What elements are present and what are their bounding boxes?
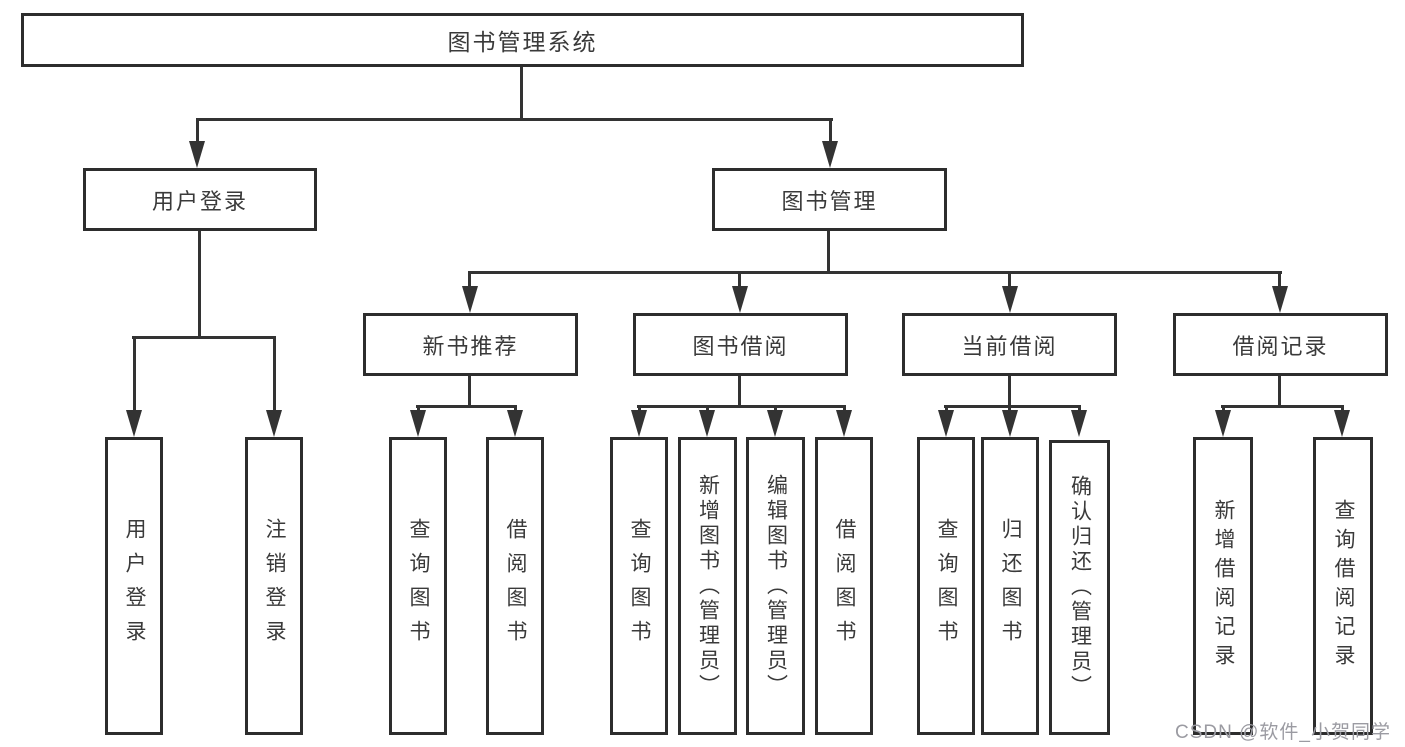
leaf-return-book-label: 归还图书 [999,518,1022,654]
connector-line [468,271,1282,274]
leaf-add-borrow-record: 新增借阅记录 [1193,437,1253,735]
leaf-borrowing-query-book: 查询图书 [610,437,668,735]
node-root: 图书管理系统 [21,13,1024,67]
arrow-down-icon [767,410,783,437]
connector-line [1008,271,1011,289]
leaf-confirm-return-admin-label: 确认归还（管理员） [1068,475,1092,700]
leaf-logout-label: 注销登录 [263,518,286,654]
arrow-down-icon [462,286,478,313]
arrow-down-icon [631,410,647,437]
connector-line [196,118,199,144]
arrow-down-icon [1002,286,1018,313]
connector-line [1008,376,1011,412]
node-borrowing-records: 借阅记录 [1173,313,1388,376]
leaf-recommend-query-book-label: 查询图书 [407,518,430,654]
connector-line [843,405,846,413]
connector-line [637,405,846,408]
connector-line [829,118,832,144]
connector-line [945,405,948,413]
arrow-down-icon [1334,410,1350,437]
connector-line [514,405,517,413]
node-new-book-recommend-label: 新书推荐 [422,333,519,359]
connector-line [944,405,1081,408]
arrow-down-icon [410,410,426,437]
connector-line [1078,405,1081,413]
connector-line [1278,271,1281,289]
node-user-login-label: 用户登录 [151,188,248,214]
arrow-down-icon [1215,410,1231,437]
leaf-user-login: 用户登录 [105,437,163,735]
leaf-logout: 注销登录 [245,437,303,735]
connector-line [638,405,641,413]
leaf-add-book-admin: 新增图书（管理员） [678,437,737,735]
connector-line [273,336,276,412]
node-book-borrowing: 图书借阅 [633,313,848,376]
connector-line [1341,405,1344,413]
connector-line [738,376,741,408]
connector-line [827,231,830,274]
arrow-down-icon [266,410,282,437]
leaf-borrowing-query-book-label: 查询图书 [628,518,651,654]
node-book-borrowing-label: 图书借阅 [692,333,789,359]
leaf-recommend-borrow-book: 借阅图书 [486,437,544,735]
node-borrowing-records-label: 借阅记录 [1232,333,1329,359]
connector-line [198,231,201,339]
leaf-query-borrow-record: 查询借阅记录 [1313,437,1373,735]
connector-line [196,118,833,121]
arrow-down-icon [507,410,523,437]
arrow-down-icon [938,410,954,437]
node-root-label: 图书管理系统 [447,29,598,55]
arrow-down-icon [126,410,142,437]
connector-line [520,67,523,121]
connector-line [738,271,741,289]
watermark: CSDN @软件_小贺同学 [1175,722,1391,743]
leaf-recommend-query-book: 查询图书 [389,437,447,735]
leaf-add-book-admin-label: 新增图书（管理员） [696,473,720,699]
connector-line [416,405,517,408]
connector-line [706,405,709,413]
arrow-down-icon [1002,410,1018,437]
connector-line [133,336,136,412]
arrow-down-icon [1071,410,1087,437]
connector-line [1222,405,1225,413]
arrow-down-icon [1272,286,1288,313]
node-user-login: 用户登录 [83,168,317,231]
node-new-book-recommend: 新书推荐 [363,313,578,376]
leaf-confirm-return-admin: 确认归还（管理员） [1049,440,1110,735]
leaf-borrowing-borrow-book: 借阅图书 [815,437,873,735]
leaf-user-login-label: 用户登录 [123,518,146,654]
connector-line [417,405,420,413]
arrow-down-icon [189,141,205,168]
leaf-recommend-borrow-book-label: 借阅图书 [504,518,527,654]
connector-line [1278,376,1281,408]
leaf-add-borrow-record-label: 新增借阅记录 [1212,499,1235,673]
arrow-down-icon [822,141,838,168]
leaf-current-query-book: 查询图书 [917,437,975,735]
node-current-borrowing-label: 当前借阅 [961,333,1058,359]
connector-line [1221,405,1344,408]
connector-line [468,376,471,408]
connector-line [132,336,276,339]
leaf-current-query-book-label: 查询图书 [935,518,958,654]
node-book-management: 图书管理 [712,168,947,231]
leaf-return-book: 归还图书 [981,437,1039,735]
arrow-down-icon [836,410,852,437]
arrow-down-icon [732,286,748,313]
leaf-edit-book-admin: 编辑图书（管理员） [746,437,805,735]
node-current-borrowing: 当前借阅 [902,313,1117,376]
connector-line [774,405,777,413]
leaf-query-borrow-record-label: 查询借阅记录 [1332,499,1355,673]
leaf-edit-book-admin-label: 编辑图书（管理员） [764,473,788,699]
connector-line [468,271,471,289]
node-book-management-label: 图书管理 [781,188,878,214]
leaf-borrowing-borrow-book-label: 借阅图书 [833,518,856,654]
arrow-down-icon [699,410,715,437]
